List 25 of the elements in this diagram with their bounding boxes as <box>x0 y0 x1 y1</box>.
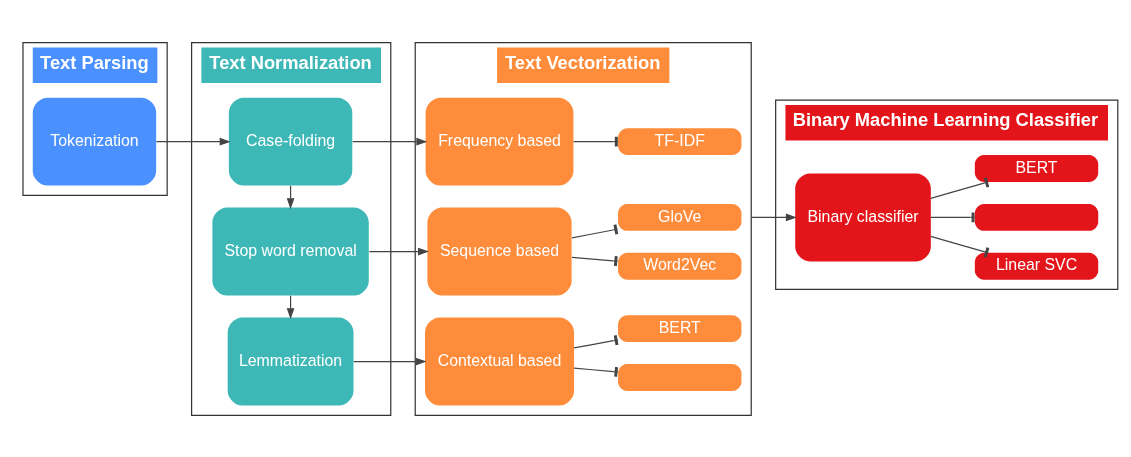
arrow <box>353 357 427 365</box>
node-box: TF-IDF <box>618 127 742 155</box>
arrow <box>352 137 428 145</box>
node-box: Case-folding <box>228 97 353 186</box>
connector <box>571 223 619 238</box>
connector <box>930 176 990 199</box>
connector <box>573 334 619 349</box>
arrow <box>368 247 430 255</box>
node-box <box>618 363 742 391</box>
node-box: BERT <box>618 314 742 342</box>
node-box: Word2Vec <box>618 252 742 280</box>
node-box: Stop word removal <box>212 207 369 296</box>
node-box: Contextual based <box>425 317 575 406</box>
node-box <box>974 203 1099 231</box>
node-box: Tokenization <box>32 97 157 186</box>
connector <box>930 212 976 222</box>
node-box: Binary classifier <box>795 172 931 261</box>
node-box: Frequency based <box>425 97 574 186</box>
node-box: Lemmatization <box>227 317 354 406</box>
connector <box>930 235 990 257</box>
connector <box>573 366 619 377</box>
arrow <box>750 213 797 221</box>
node-box: Sequence based <box>427 207 572 296</box>
arrow <box>155 137 231 145</box>
node-box: GloVe <box>618 203 742 231</box>
